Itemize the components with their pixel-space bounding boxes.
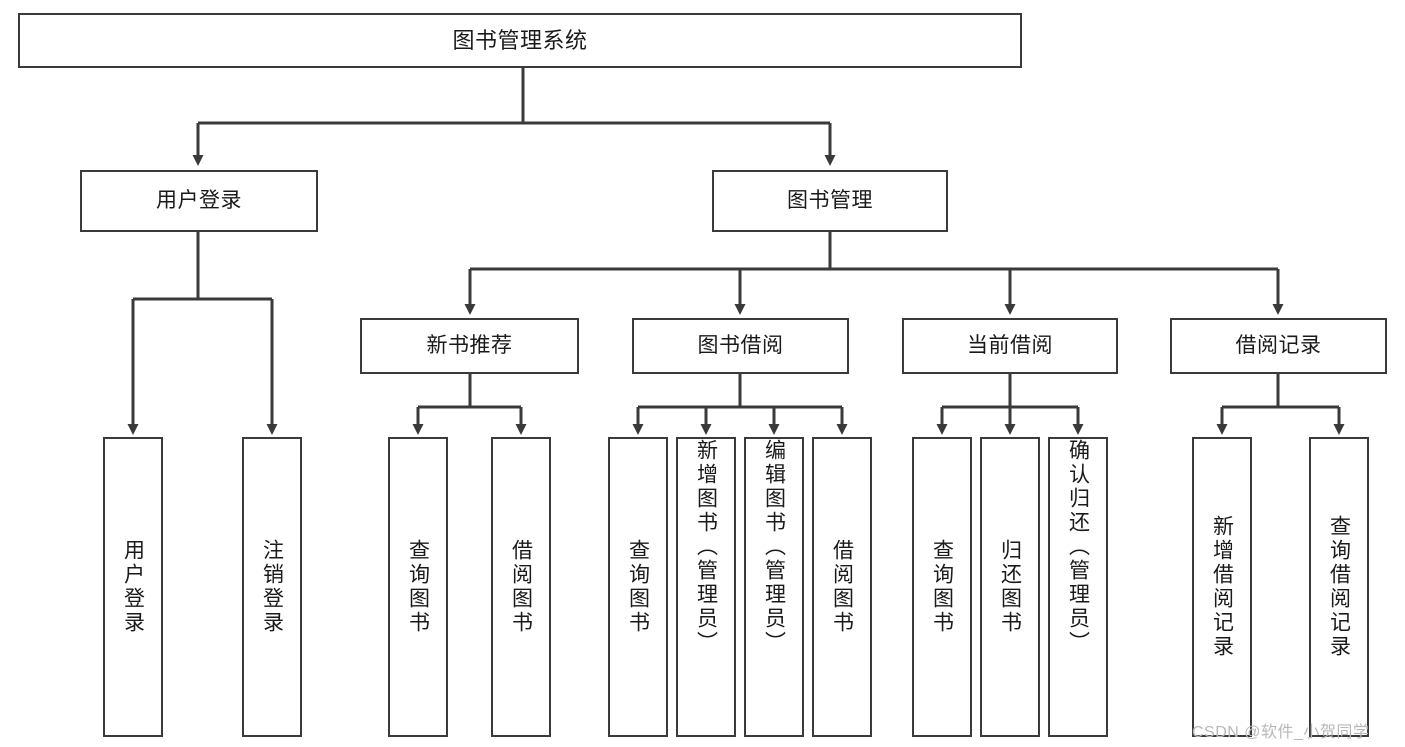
node-label: 新书推荐 [426,333,513,357]
node-label: 查询图书 [406,539,430,635]
leaf-borrow-query-book[interactable]: 查询图书 [608,437,668,737]
leaf-record-add-record[interactable]: 新增借阅记录 [1192,437,1252,737]
node-borrow-record[interactable]: 借阅记录 [1170,318,1387,374]
node-book-management[interactable]: 图书管理 [712,170,948,232]
node-book-borrow[interactable]: 图书借阅 [632,318,849,374]
node-label: 用户登录 [121,539,145,635]
node-label: 新增图书（管理员） [694,439,718,655]
leaf-user-login-login[interactable]: 用户登录 [103,437,163,737]
node-root-system[interactable]: 图书管理系统 [18,13,1022,68]
node-label: 借阅图书 [509,539,533,635]
node-label: 注销登录 [260,539,284,635]
leaf-borrow-add-book-admin[interactable]: 新增图书（管理员） [676,437,736,737]
node-label: 图书借阅 [697,333,784,357]
node-label: 查询图书 [626,539,650,635]
node-label: 归还图书 [998,539,1022,635]
leaf-borrow-borrow-book[interactable]: 借阅图书 [812,437,872,737]
node-user-login[interactable]: 用户登录 [80,170,318,232]
node-label: 借阅图书 [830,539,854,635]
node-label: 用户登录 [156,188,242,212]
node-current-borrow[interactable]: 当前借阅 [902,318,1118,374]
leaf-user-login-logout[interactable]: 注销登录 [242,437,302,737]
node-label: 新增借阅记录 [1210,515,1234,659]
node-new-book-recommend[interactable]: 新书推荐 [360,318,579,374]
leaf-record-query-record[interactable]: 查询借阅记录 [1309,437,1369,737]
node-label: 图书管理系统 [452,27,588,53]
leaf-new-book-query[interactable]: 查询图书 [388,437,448,737]
leaf-current-return-book[interactable]: 归还图书 [980,437,1040,737]
node-label: 图书管理 [787,188,873,212]
leaf-current-query-book[interactable]: 查询图书 [912,437,972,737]
csdn-watermark: CSDN @软件_小贺同学 [1192,724,1370,741]
node-label: 借阅记录 [1235,333,1322,357]
node-label: 确认归还（管理员） [1066,439,1090,655]
leaf-new-book-borrow[interactable]: 借阅图书 [491,437,551,737]
leaf-borrow-edit-book-admin[interactable]: 编辑图书（管理员） [744,437,804,737]
node-label: 编辑图书（管理员） [762,439,786,655]
node-label: 当前借阅 [967,333,1053,357]
node-label: 查询借阅记录 [1327,515,1351,659]
leaf-current-confirm-return-admin[interactable]: 确认归还（管理员） [1048,437,1108,737]
node-label: 查询图书 [930,539,954,635]
